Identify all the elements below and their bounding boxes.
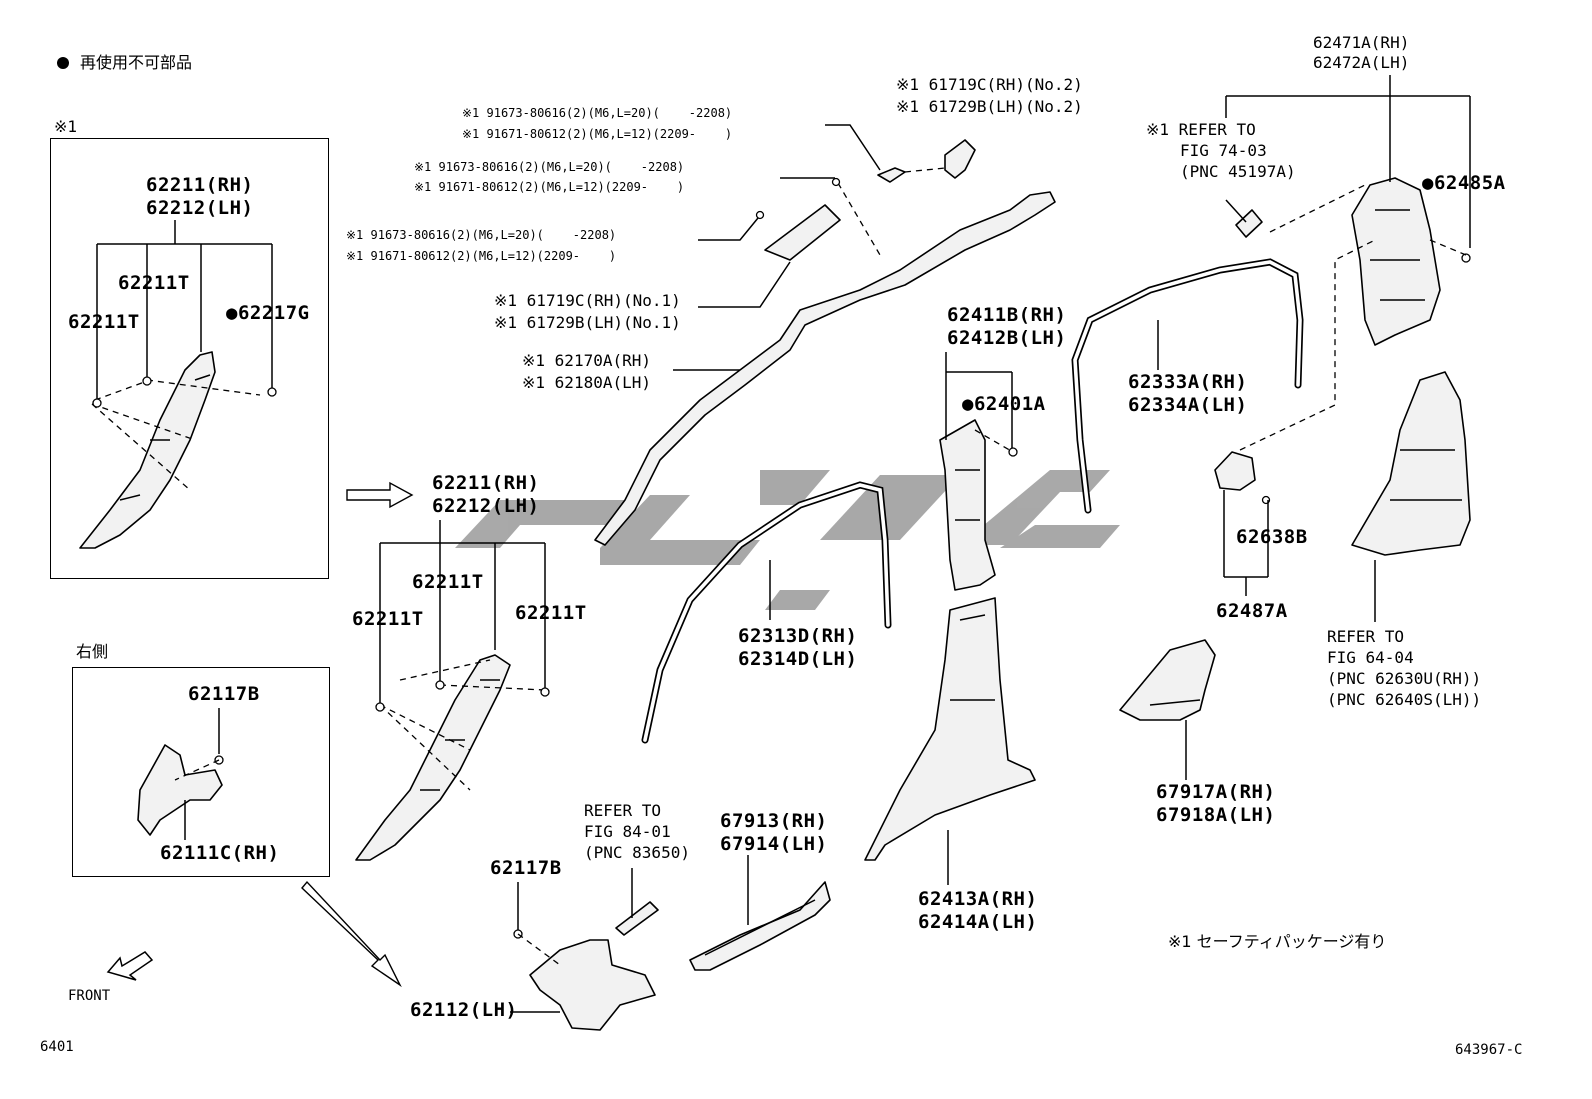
box1-leader-lines bbox=[96, 220, 273, 400]
main-clip-c: 62211T bbox=[515, 602, 587, 624]
airbag-rh: ※1 62170A(RH) bbox=[522, 351, 651, 370]
detail-box-right-side bbox=[72, 667, 330, 877]
box2-trim: 62111C(RH) bbox=[160, 842, 280, 864]
refer-84-line2: FIG 84-01 bbox=[584, 822, 671, 841]
curtain-airbag-rail bbox=[594, 139, 1056, 546]
box1-clip-a: 62211T bbox=[118, 272, 190, 294]
refer-74-line3: (PNC 45197A) bbox=[1180, 162, 1296, 181]
bolt-set-1-line1: ※1 91673-80616(2)(M6,L=20)( -2208) bbox=[462, 106, 733, 120]
a-pillar-trim-box1 bbox=[79, 351, 216, 549]
refer-74-line2: FIG 74-03 bbox=[1180, 141, 1267, 160]
box1-clip-b: 62211T bbox=[68, 311, 140, 333]
bracket-no2-rh: ※1 61719C(RH)(No.2) bbox=[896, 75, 1083, 94]
right-arrow-icon bbox=[346, 481, 414, 509]
rear-scuff-lh: 67918A(LH) bbox=[1156, 804, 1276, 826]
b-pillar-upper-trim bbox=[939, 352, 1018, 591]
bracket-no1-rh: ※1 61719C(RH)(No.1) bbox=[494, 291, 681, 310]
rear-weatherstrip-rh: 62333A(RH) bbox=[1128, 371, 1248, 393]
clip-62401A-label: 62401A bbox=[973, 393, 1046, 415]
note-mark-box1: ※1 bbox=[54, 117, 78, 136]
clip-62638B: 62638B bbox=[1236, 526, 1308, 548]
box2-clip: 62117B bbox=[188, 683, 260, 705]
main-clip-b: 62211T bbox=[352, 608, 424, 630]
front-weatherstrip-lh: 62314D(LH) bbox=[738, 648, 858, 670]
front-weatherstrip bbox=[641, 481, 892, 744]
clip-62485A: ●62485A bbox=[1422, 172, 1506, 194]
front-scuff-lh: 67914(LH) bbox=[720, 833, 828, 855]
non-reusable-legend: 再使用不可部品 bbox=[80, 53, 193, 72]
clip-62401A: ●62401A bbox=[962, 393, 1046, 415]
main-pillar-leader-lines bbox=[379, 520, 546, 705]
main-pillar-dashed-lines bbox=[375, 659, 550, 791]
detail-box-note1 bbox=[50, 138, 329, 579]
rear-side-trim bbox=[1351, 371, 1471, 622]
refer-64-line1: REFER TO bbox=[1327, 627, 1405, 646]
diagonal-arrow-icon bbox=[301, 880, 402, 988]
airbag-leader-lines bbox=[673, 124, 881, 371]
clip-62487A: 62487A bbox=[1216, 600, 1288, 622]
bolt-set-1-line2: ※1 91671-80612(2)(M6,L=12)(2209- ) bbox=[462, 127, 733, 141]
rear-weatherstrip bbox=[1071, 258, 1304, 514]
b-pillar-upper-rh: 62411B(RH) bbox=[947, 304, 1067, 326]
main-part-rh: 62211(RH) bbox=[432, 472, 540, 494]
refer-64-line2: FIG 64-04 bbox=[1327, 648, 1414, 667]
front-weatherstrip-rh: 62313D(RH) bbox=[738, 625, 858, 647]
box1-dashed-lines bbox=[91, 376, 277, 491]
footer-left-code: 6401 bbox=[40, 1039, 74, 1055]
airbag-dashed-lines bbox=[755, 167, 946, 256]
roof-trim-lh: 62472A(LH) bbox=[1313, 53, 1410, 72]
kick-trim-rh bbox=[137, 708, 224, 840]
clip-62485A-label: 62485A bbox=[1433, 172, 1506, 194]
a-pillar-trim-main bbox=[355, 654, 511, 861]
box1-part-rh: 62211(RH) bbox=[146, 174, 254, 196]
front-arrow-icon bbox=[106, 951, 154, 981]
front-label: FRONT bbox=[68, 988, 111, 1004]
cowl-trim-lh: 62112(LH) bbox=[410, 999, 518, 1021]
refer-84-line3: (PNC 83650) bbox=[584, 843, 690, 862]
rear-weatherstrip-lh: 62334A(LH) bbox=[1128, 394, 1248, 416]
main-clip-a: 62211T bbox=[412, 571, 484, 593]
refer-74-line1: ※1 REFER TO bbox=[1146, 120, 1256, 139]
b-pillar-lower-trim bbox=[864, 597, 1036, 885]
pin-83650 bbox=[615, 868, 659, 936]
watermark-logo bbox=[455, 470, 1120, 610]
right-side-label: 右側 bbox=[76, 642, 109, 661]
box1-part-lh: 62212(LH) bbox=[146, 197, 254, 219]
safety-package-note: ※1 セーフティパッケージ有り bbox=[1168, 932, 1387, 951]
b-pillar-lower-rh: 62413A(RH) bbox=[918, 888, 1038, 910]
airbag-lh: ※1 62180A(LH) bbox=[522, 373, 651, 392]
bolt-set-2-line2: ※1 91671-80612(2)(M6,L=12)(2209- ) bbox=[414, 180, 685, 194]
non-reusable-dot-icon bbox=[57, 57, 69, 69]
b-pillar-lower-lh: 62414A(LH) bbox=[918, 911, 1038, 933]
front-scuff-rh: 67913(RH) bbox=[720, 810, 828, 832]
rear-scuff-plate bbox=[1119, 639, 1216, 780]
box1-clip-c-label: 62217G bbox=[237, 302, 310, 324]
bolt-set-3-line1: ※1 91673-80616(2)(M6,L=20)( -2208) bbox=[346, 228, 617, 242]
b-pillar-upper-lh: 62412B(LH) bbox=[947, 327, 1067, 349]
refer-84-line1: REFER TO bbox=[584, 801, 662, 820]
bracket-no2-lh: ※1 61729B(LH)(No.2) bbox=[896, 97, 1083, 116]
cowl-side-trim-lh bbox=[510, 882, 656, 1031]
footer-right-code: 643967-C bbox=[1455, 1042, 1523, 1058]
rear-scuff-rh: 67917A(RH) bbox=[1156, 781, 1276, 803]
box1-clip-c: ●62217G bbox=[226, 302, 310, 324]
bolt-set-2-line1: ※1 91673-80616(2)(M6,L=20)( -2208) bbox=[414, 160, 685, 174]
cowl-clip: 62117B bbox=[490, 857, 562, 879]
refer-64-line3: (PNC 62630U(RH)) bbox=[1327, 669, 1482, 688]
bolt-set-3-line2: ※1 91671-80612(2)(M6,L=12)(2209- ) bbox=[346, 249, 617, 263]
roof-trim-rh: 62471A(RH) bbox=[1313, 33, 1410, 52]
retainer-62487A bbox=[1214, 239, 1376, 596]
quarter-pillar-trim bbox=[1225, 75, 1471, 346]
refer-64-line4: (PNC 62640S(LH)) bbox=[1327, 690, 1482, 709]
front-scuff-plate bbox=[689, 855, 831, 971]
bracket-no1-lh: ※1 61729B(LH)(No.1) bbox=[494, 313, 681, 332]
main-part-lh: 62212(LH) bbox=[432, 495, 540, 517]
